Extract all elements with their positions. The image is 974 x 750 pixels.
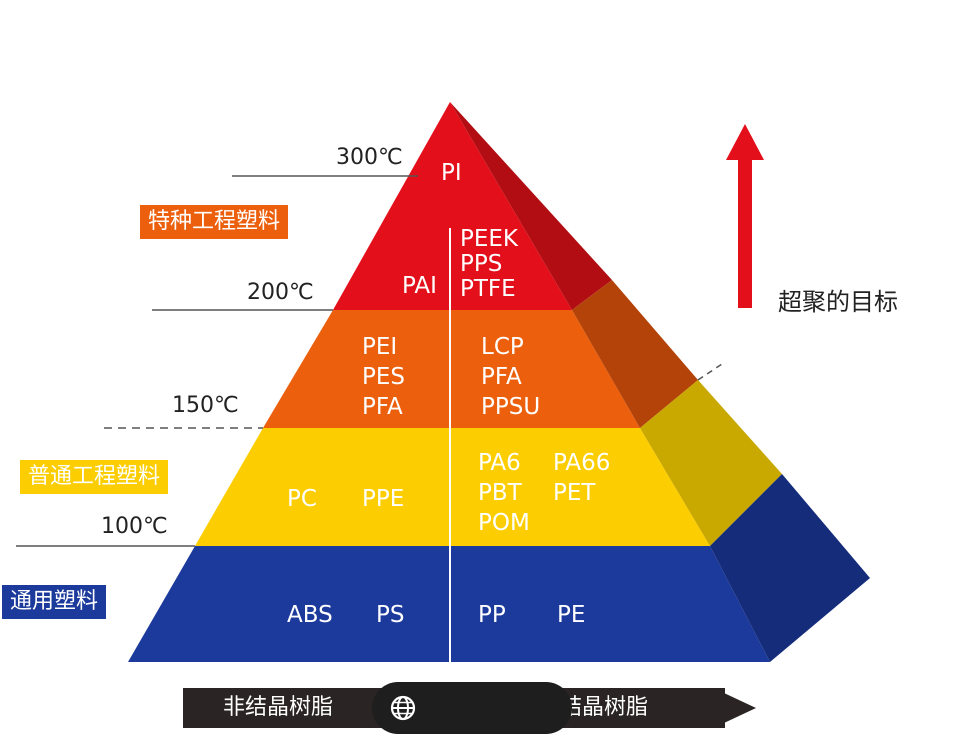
line-150-dashed-right <box>697 363 723 381</box>
tier-yellow-front <box>195 428 710 546</box>
material-pi: PI <box>441 160 462 186</box>
category-special: 特种工程塑料 <box>140 205 289 239</box>
temp-300: 300℃ <box>336 145 403 170</box>
category-engineering: 普通工程塑料 <box>20 460 169 494</box>
material-pai: PAI <box>402 273 437 299</box>
tier-orange-front <box>263 310 640 428</box>
material-ps: PS <box>376 602 404 628</box>
bottom-label-right: 结晶树脂 <box>560 695 649 720</box>
material-pa66: PA66 <box>553 450 610 476</box>
tier-red-side <box>450 102 612 310</box>
bottom-label-left: 非结晶树脂 <box>223 695 334 720</box>
category-general: 通用塑料 <box>2 585 107 619</box>
material-pc: PC <box>287 486 317 512</box>
material-pfa-left: PFA <box>362 394 403 420</box>
temp-200: 200℃ <box>247 280 314 305</box>
material-peek: PEEK <box>460 226 519 252</box>
globe-icon[interactable] <box>390 695 416 721</box>
tier-blue-side <box>710 474 870 662</box>
tier-orange-side <box>572 280 698 428</box>
material-pfa-right: PFA <box>481 364 522 390</box>
temp-150: 150℃ <box>172 393 239 418</box>
material-pa6: PA6 <box>478 450 521 476</box>
material-pp: PP <box>478 602 506 628</box>
bottom-bar-left: 非结晶树脂 <box>183 688 383 728</box>
tier-red-front <box>333 102 572 310</box>
material-abs: ABS <box>287 602 333 628</box>
arrow-up-icon <box>726 124 764 308</box>
material-pes: PES <box>362 364 405 390</box>
material-ptfe: PTFE <box>460 276 516 302</box>
material-pbt: PBT <box>478 480 523 506</box>
material-ppe: PPE <box>362 486 404 512</box>
material-pei: PEI <box>362 334 397 360</box>
material-pps: PPS <box>460 251 502 277</box>
material-lcp: LCP <box>481 334 524 360</box>
tier-yellow-side <box>640 380 782 546</box>
temp-100: 100℃ <box>101 514 168 539</box>
material-pom: POM <box>478 510 530 536</box>
material-pe: PE <box>557 602 585 628</box>
target-label: 超聚的目标 <box>778 288 898 316</box>
overlay-pill[interactable] <box>372 682 572 734</box>
bottom-bar-tip <box>724 693 756 723</box>
material-pet: PET <box>553 480 596 506</box>
material-ppsu: PPSU <box>481 394 540 420</box>
